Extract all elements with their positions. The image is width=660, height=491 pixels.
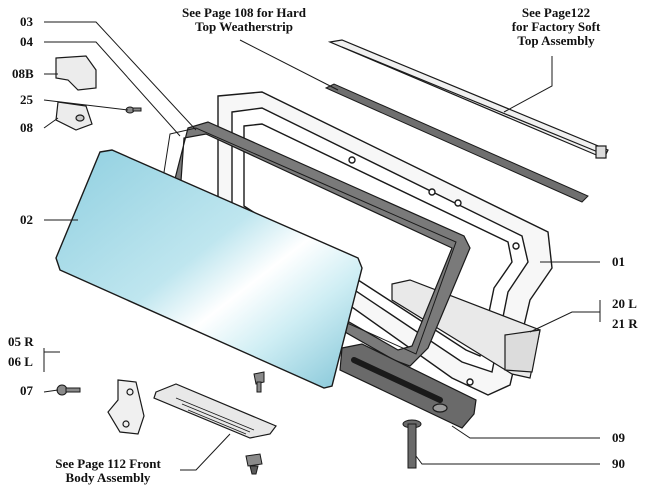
- callout-08b: 08B: [12, 66, 34, 81]
- callout-05r: 05 R: [8, 334, 34, 349]
- soft-top-note-line3: Top Assembly: [517, 33, 595, 48]
- hard-top-note-line1: See Page 108 for Hard: [182, 5, 306, 20]
- hard-top-weatherstrip: [324, 83, 589, 203]
- hinge-bracket: [107, 379, 145, 435]
- soft-top-note: See Page122 for Factory Soft Top Assembl…: [480, 6, 632, 48]
- hard-top-note-line2: Top Weatherstrip: [195, 19, 293, 34]
- soft-top-header-rail: [327, 39, 609, 159]
- callout-04: 04: [20, 34, 33, 49]
- brackets: [55, 55, 97, 131]
- hard-top-note: See Page 108 for Hard Top Weatherstrip: [146, 6, 342, 34]
- callout-03: 03: [20, 14, 33, 29]
- soft-top-note-line1: See Page122: [521, 5, 591, 20]
- callout-25: 25: [20, 92, 33, 107]
- soft-top-note-line2: for Factory Soft: [511, 19, 601, 34]
- callout-21r: 21 R: [612, 316, 638, 331]
- callout-01: 01: [612, 254, 625, 269]
- callout-90: 90: [612, 456, 625, 471]
- callout-07: 07: [20, 383, 33, 398]
- callout-06l: 06 L: [8, 354, 33, 369]
- mounting-bolt: [402, 419, 422, 469]
- front-body-note: See Page 112 Front Body Assembly: [22, 457, 194, 485]
- front-body-note-line2: Body Assembly: [65, 470, 151, 485]
- defroster-vent: [153, 383, 277, 439]
- windshield-glass: [55, 149, 363, 389]
- callout-20l: 20 L: [612, 296, 637, 311]
- small-fasteners: [56, 106, 265, 475]
- callout-09: 09: [612, 430, 625, 445]
- front-body-note-line1: See Page 112 Front: [55, 456, 161, 471]
- leader-lines: [43, 21, 601, 471]
- lower-channel: [339, 343, 477, 429]
- callout-08: 08: [20, 120, 33, 135]
- callout-02: 02: [20, 212, 33, 227]
